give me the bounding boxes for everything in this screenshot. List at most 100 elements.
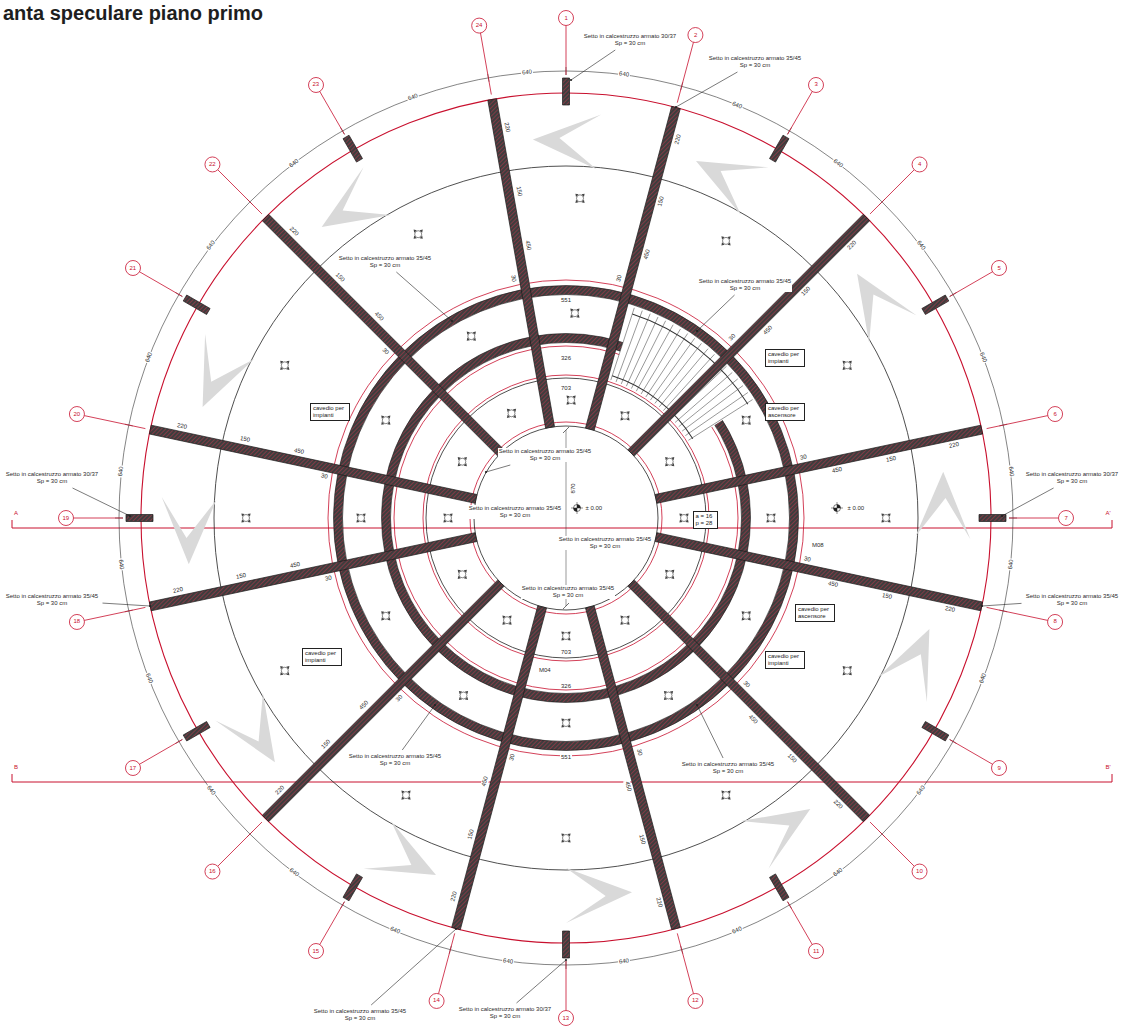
grid-axis-line	[677, 933, 693, 993]
wall-dimension: 150	[239, 435, 252, 444]
perimeter-wall	[563, 78, 570, 105]
room-symbol-ring	[666, 458, 673, 465]
grid-axis-label: 15	[313, 948, 320, 955]
shadow-wedge	[203, 334, 255, 407]
wall-dimension: 450	[826, 580, 839, 589]
room-symbol	[506, 407, 518, 419]
shadow-wedge	[857, 274, 917, 343]
room-symbol	[560, 717, 572, 729]
shaft-box: a = 16 p = 28	[693, 511, 718, 529]
grid-axis-bubble	[125, 261, 140, 276]
grid-axis-label: 23	[313, 81, 320, 88]
grid-axis-line	[788, 902, 813, 945]
wall-dimension: 450	[524, 239, 533, 252]
arc-dimension: 640	[831, 157, 845, 170]
wall-dimension: 220	[175, 421, 188, 430]
shadow-wedge	[696, 161, 769, 215]
grid-axis-label: 19	[63, 515, 70, 522]
ring-dimension: 551	[560, 754, 572, 761]
perimeter-wall	[922, 295, 949, 315]
room-symbol-ring	[723, 237, 730, 244]
room-symbol	[619, 410, 631, 422]
radial-wall	[262, 214, 504, 456]
shadow-wedge	[322, 167, 391, 227]
wall-dimension: 450	[292, 446, 305, 455]
room-symbol	[720, 235, 732, 247]
wall-dimension: 30	[798, 453, 808, 462]
wall-note: Setto in calcestruzzo armato 35/45 Sp = …	[558, 536, 653, 550]
shaft-box: cavedio per impianti	[765, 349, 805, 367]
perimeter-wall	[343, 135, 363, 162]
ring-dimension: 326	[560, 683, 572, 690]
radial-wall	[149, 425, 477, 503]
arc-dimension: 640	[117, 465, 125, 478]
grid-axis-line	[320, 91, 345, 134]
radial-wall	[586, 106, 681, 430]
elevation-mark-cross	[831, 502, 843, 514]
perimeter-wall	[126, 515, 153, 522]
ring-dimension: 703	[560, 385, 572, 392]
room-symbol-ring	[459, 571, 466, 578]
shaft-box: cavedio per impianti	[302, 648, 342, 666]
arc-dimension: 640	[521, 69, 534, 77]
grid-axis-line	[788, 91, 813, 134]
room-symbol	[442, 512, 454, 524]
wall-dimension: 150	[235, 572, 248, 581]
room-symbol-ring	[459, 458, 466, 465]
arc-dimension: 640	[205, 239, 218, 253]
room-symbol-ring	[568, 397, 575, 404]
section-label: B	[14, 764, 18, 771]
section-label: B'	[1106, 764, 1111, 771]
room-symbol	[458, 690, 470, 702]
dimension-arc	[119, 71, 1013, 965]
shadow-wedge	[878, 629, 930, 702]
arc-dimension: 640	[287, 157, 301, 170]
room-symbol-ring	[666, 571, 673, 578]
room-symbol	[380, 414, 392, 426]
grid-axis-line	[950, 272, 993, 297]
room-symbol-ring	[571, 310, 578, 317]
radial-wall	[452, 606, 547, 930]
grid-axis-line	[677, 42, 693, 102]
room-symbol	[279, 359, 291, 371]
elevation-label: ± 0.00	[847, 505, 866, 512]
grid-axis-label: 12	[692, 997, 699, 1004]
ring-dimension: 703	[560, 649, 572, 656]
wall-dimension: 30	[508, 752, 517, 762]
leader-dot	[696, 704, 698, 706]
room-symbol-ring	[563, 633, 570, 640]
leader-dot	[675, 106, 677, 108]
section-label: A	[14, 510, 18, 517]
room-symbol	[663, 690, 675, 702]
grid-axis-label: 21	[129, 265, 136, 272]
grid-axis-line	[950, 740, 993, 765]
grid-axis-line	[870, 822, 914, 866]
grid-axis-bubble	[809, 77, 824, 92]
room-symbol	[664, 568, 676, 580]
grid-axis-label: 18	[73, 618, 80, 625]
shadow-wedge	[916, 472, 971, 540]
grid-axis-label: 5	[998, 265, 1001, 272]
grid-axis-label: 14	[433, 997, 440, 1004]
grid-axis-label: 1	[565, 15, 568, 22]
arc-dimension: 640	[205, 783, 218, 797]
grid-axis-line	[1009, 518, 1059, 519]
room-symbol	[841, 665, 853, 677]
radial-wall	[488, 99, 555, 429]
grid-axis-label: 10	[916, 868, 923, 875]
arc-dimension: 640	[831, 866, 845, 879]
grid-axis-line	[566, 26, 567, 76]
room-symbol	[565, 394, 577, 406]
room-symbol-ring	[577, 195, 584, 202]
room-symbol-ring	[415, 231, 422, 238]
box-label: cavedio per ascensore	[798, 606, 832, 620]
grid-axis-bubble	[205, 157, 220, 172]
wall-dimension: 150	[466, 827, 476, 840]
wall-dimension: 220	[171, 586, 184, 595]
leader-dot	[485, 471, 487, 473]
grid-axis-bubble	[1059, 511, 1074, 526]
grid-axis-bubble	[309, 944, 324, 959]
radial-wall	[628, 580, 870, 822]
room-symbol	[456, 456, 468, 468]
wall-dimension: 220	[948, 441, 961, 450]
